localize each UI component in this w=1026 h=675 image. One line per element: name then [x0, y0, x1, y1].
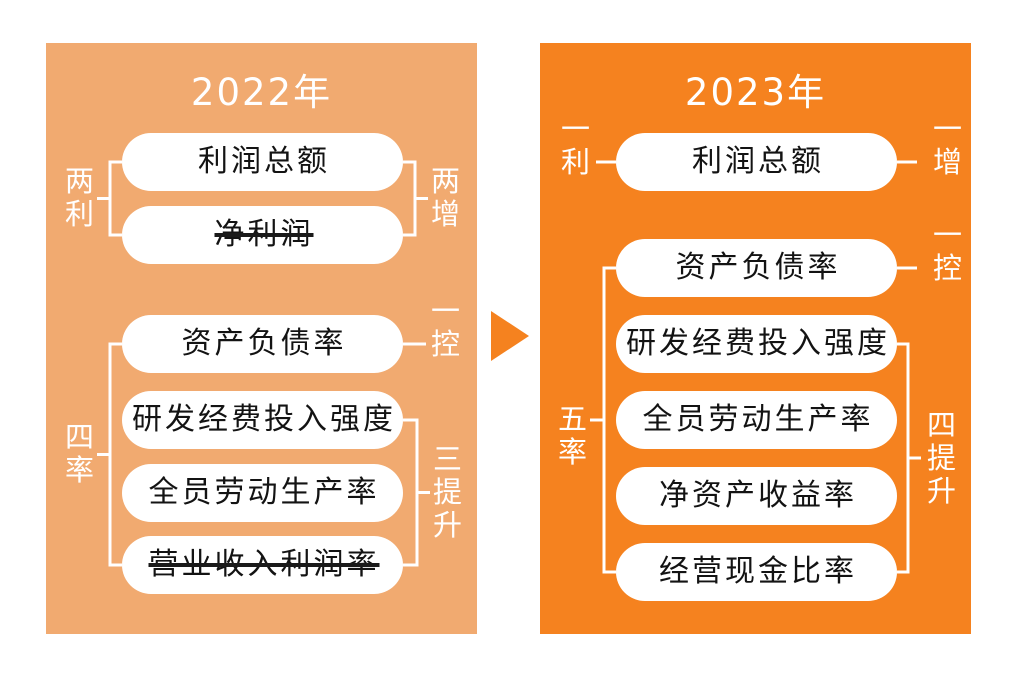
indicator-label: 净资产收益率: [659, 478, 857, 513]
indicator-label: 资产负债率: [675, 250, 841, 285]
group-label-two-increases: 两增: [430, 164, 460, 231]
bracket-lines-2022: [97, 160, 430, 567]
bracket-five-ratios: [590, 266, 616, 574]
bracket-three-improvements: [403, 418, 430, 567]
indicator-box: 经营现金比率: [616, 543, 897, 601]
bracket-two-profits: [97, 160, 122, 237]
indicator-label: 资产负债率: [181, 326, 347, 361]
arrow-right-icon: [491, 311, 531, 363]
indicator-box: 研发经费投入强度: [122, 391, 403, 449]
indicator-label: 利润总额: [692, 144, 824, 179]
indicator-label: 利润总额: [198, 144, 330, 179]
group-label-five-ratios: 五率: [557, 402, 587, 469]
indicator-box: 利润总额: [122, 133, 403, 191]
indicator-box: 全员劳动生产率: [616, 391, 897, 449]
bracket-two-increases: [403, 160, 428, 237]
group-label-one-control: 一控: [430, 294, 460, 361]
indicator-box: 利润总额: [616, 133, 897, 191]
bracket-four-ratios: [97, 342, 122, 567]
indicator-label: 经营现金比率: [659, 554, 857, 589]
panel-title-2023: 2023年: [684, 71, 827, 114]
indicator-box: 净利润: [122, 206, 403, 264]
panel-2022: 2022年: [46, 43, 477, 634]
indicator-box: 资产负债率: [616, 239, 897, 297]
indicator-box: 全员劳动生产率: [122, 464, 403, 522]
group-label-two-profits: 两利: [64, 164, 94, 231]
group-label-one-increase: 一增: [932, 112, 962, 179]
indicator-box: 净资产收益率: [616, 467, 897, 525]
group-label-four-ratios: 四率: [64, 420, 94, 487]
group-label-three-improvements: 三提升: [432, 442, 462, 542]
panel-title-2022: 2022年: [190, 71, 333, 114]
group-label-one-profit: 一利: [560, 112, 590, 179]
bracket-lines-2023: [590, 160, 921, 574]
indicator-label: 研发经费投入强度: [132, 402, 396, 437]
indicator-box: 研发经费投入强度: [616, 315, 897, 373]
group-label-one-control: 一控: [932, 218, 962, 285]
indicator-box: 营业收入利润率: [122, 536, 403, 594]
bracket-four-improvements: [897, 342, 921, 574]
indicator-box: 资产负债率: [122, 315, 403, 373]
group-label-four-improvements: 四提升: [926, 408, 956, 508]
indicator-label: 研发经费投入强度: [626, 326, 890, 361]
indicator-label: 全员劳动生产率: [148, 475, 380, 510]
indicator-label-removed: 营业收入利润率: [148, 547, 380, 582]
indicator-label-removed: 净利润: [214, 217, 314, 252]
indicator-label: 全员劳动生产率: [642, 402, 874, 437]
panel-2023: 2023年 利润: [540, 43, 971, 634]
